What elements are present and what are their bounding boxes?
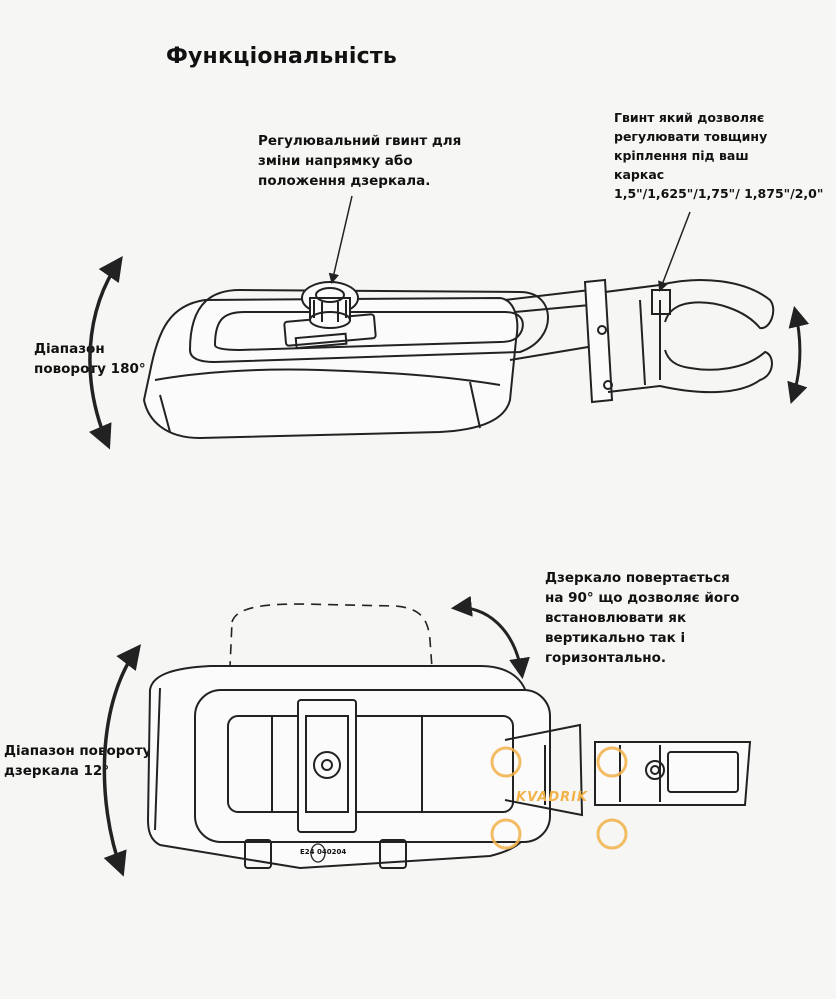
adjust-screw-bottom-icon xyxy=(313,751,341,779)
leader-adjust-screw xyxy=(328,195,353,285)
label-rotation-90: Дзеркало повертається на 90° що дозволяє… xyxy=(545,568,739,668)
mirror-frame-top xyxy=(188,288,550,364)
handlebar-clamp-bottom xyxy=(594,741,752,806)
label-line: горизонтально. xyxy=(545,650,666,666)
clamp-adjust-arrow xyxy=(787,305,810,404)
e-mark-label: E24 040204 xyxy=(300,848,347,856)
label-line: Регулювальний гвинт для xyxy=(258,133,462,149)
watermark-logo xyxy=(490,746,628,850)
label-line: Дзеркало повертається xyxy=(545,570,730,586)
rotation-arrow-90 xyxy=(450,595,530,680)
label-line: 1,5"/1,625"/1,75"/ 1,875"/2,0" xyxy=(614,186,824,201)
mirror-rim-top xyxy=(154,368,501,386)
leader-clamp-screw xyxy=(658,211,691,292)
label-line: Гвинт який дозволяє xyxy=(614,110,765,125)
label-line: на 90° що дозволяє його xyxy=(545,590,740,606)
top-mirror-illustration xyxy=(88,195,810,450)
label-line: положення дзеркала. xyxy=(258,173,431,189)
rotation-arrow-180 xyxy=(88,255,123,450)
page-title: Функціональність xyxy=(166,44,397,69)
mirror-arm-bottom xyxy=(504,723,584,817)
slider-plate-bottom xyxy=(297,699,357,833)
bottom-mirror-illustration xyxy=(102,595,752,877)
label-line: встановлювати як xyxy=(545,610,687,626)
label-line: вертикально так і xyxy=(545,630,686,646)
label-line: регулювати товщину xyxy=(614,129,768,144)
label-line: каркас xyxy=(614,167,665,182)
mirror-head-top xyxy=(142,296,519,440)
mirror-frame-bottom xyxy=(194,689,551,843)
watermark-text: KVADRIK xyxy=(516,790,589,805)
rotation-arrow-12 xyxy=(102,644,141,877)
handlebar-clamp-top xyxy=(583,278,614,404)
label-adjust-screw: Регулювальний гвинт для зміни напрямку а… xyxy=(258,131,461,191)
label-line: кріплення під ваш xyxy=(614,148,749,163)
label-line: дзеркала 12° xyxy=(4,763,110,779)
label-clamp-screw: Гвинт який дозволяє регулювати товщину к… xyxy=(614,108,823,203)
label-line: Діапазон xyxy=(34,341,105,357)
label-line: зміни напрямку або xyxy=(258,153,413,169)
e-mark-icon xyxy=(310,843,326,863)
